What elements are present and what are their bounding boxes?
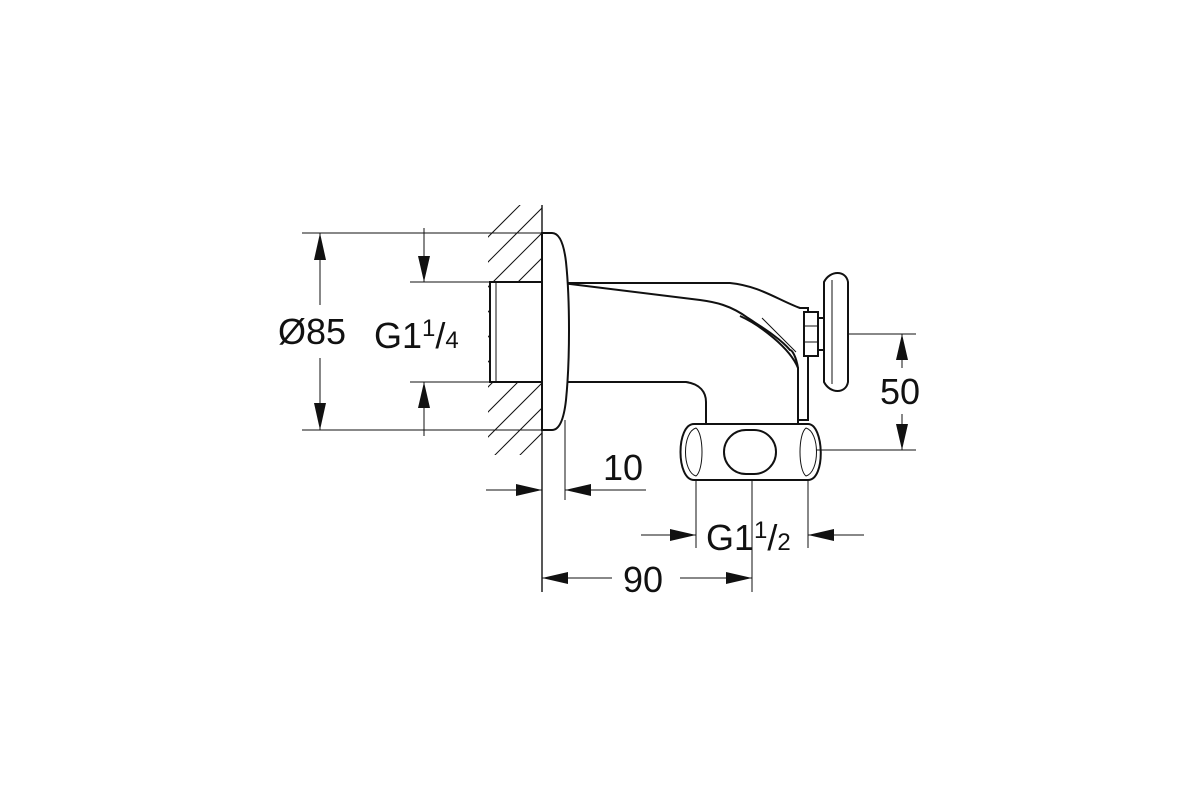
wall-rosette xyxy=(541,232,570,431)
outlet-union-nut xyxy=(679,423,822,481)
inlet-thread-den: 4 xyxy=(445,327,458,354)
inlet-nipple xyxy=(489,281,543,383)
valve-assembly xyxy=(803,272,849,392)
label-diameter: Ø85 xyxy=(278,311,346,352)
inlet-thread-slash: / xyxy=(435,315,445,356)
dimension-inlet-thread xyxy=(410,228,490,436)
dimension-outlet-thread xyxy=(641,480,864,548)
dimension-projection xyxy=(542,480,753,592)
valve-handle xyxy=(823,272,849,392)
label-inlet-thread: G11/4 xyxy=(374,315,459,356)
spout-lower-wall xyxy=(562,315,799,426)
label-outlet-thread: G11/2 xyxy=(706,517,791,558)
spout-body xyxy=(561,282,809,421)
inlet-thread-num: 1 xyxy=(422,315,435,342)
dimension-height xyxy=(816,333,916,451)
outlet-thread-den: 2 xyxy=(777,529,790,556)
label-wall-offset: 10 xyxy=(603,447,643,488)
spout-shading-line xyxy=(761,317,797,353)
dimension-wall-offset xyxy=(486,420,646,500)
label-height: 50 xyxy=(880,371,920,412)
outlet-thread-base: G1 xyxy=(706,517,754,558)
dimension-diameter xyxy=(302,232,542,431)
label-projection: 90 xyxy=(623,559,663,600)
outlet-thread-slash: / xyxy=(767,517,777,558)
inlet-thread-base: G1 xyxy=(374,315,422,356)
outlet-thread-num: 1 xyxy=(754,517,767,544)
